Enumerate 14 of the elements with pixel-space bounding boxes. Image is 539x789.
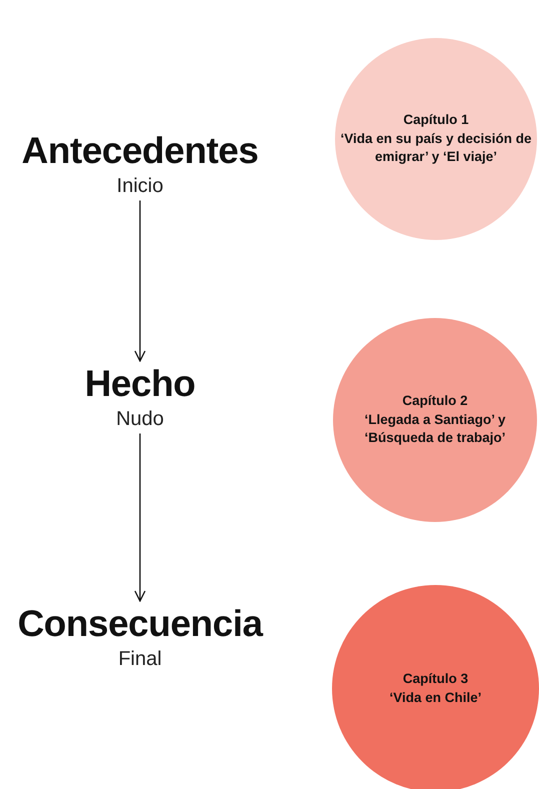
- stage-subtitle: Nudo: [115, 406, 165, 432]
- arrow: [134, 200, 146, 362]
- chapter-title: Capítulo 2: [402, 392, 468, 410]
- stage-heading: Consecuencia: [16, 603, 264, 646]
- chapter-title: Capítulo 1: [403, 110, 469, 129]
- stage-heading: Antecedentes: [20, 130, 260, 173]
- stage-heading: Hecho: [84, 363, 196, 406]
- arrow: [134, 434, 146, 602]
- stage-subtitle: Inicio: [116, 174, 164, 199]
- chapter-description: ‘Vida en su país y decisión de emigrar’ y ‘El viaje’: [340, 130, 532, 166]
- chapter-description: ‘Vida en Chile’: [388, 688, 483, 706]
- chapter-description: ‘Llegada a Santiago’ y ‘Búsqueda de trabajo’: [363, 410, 507, 448]
- chapter-title: Capítulo 3: [402, 670, 468, 688]
- stage-subtitle: Final: [117, 646, 163, 672]
